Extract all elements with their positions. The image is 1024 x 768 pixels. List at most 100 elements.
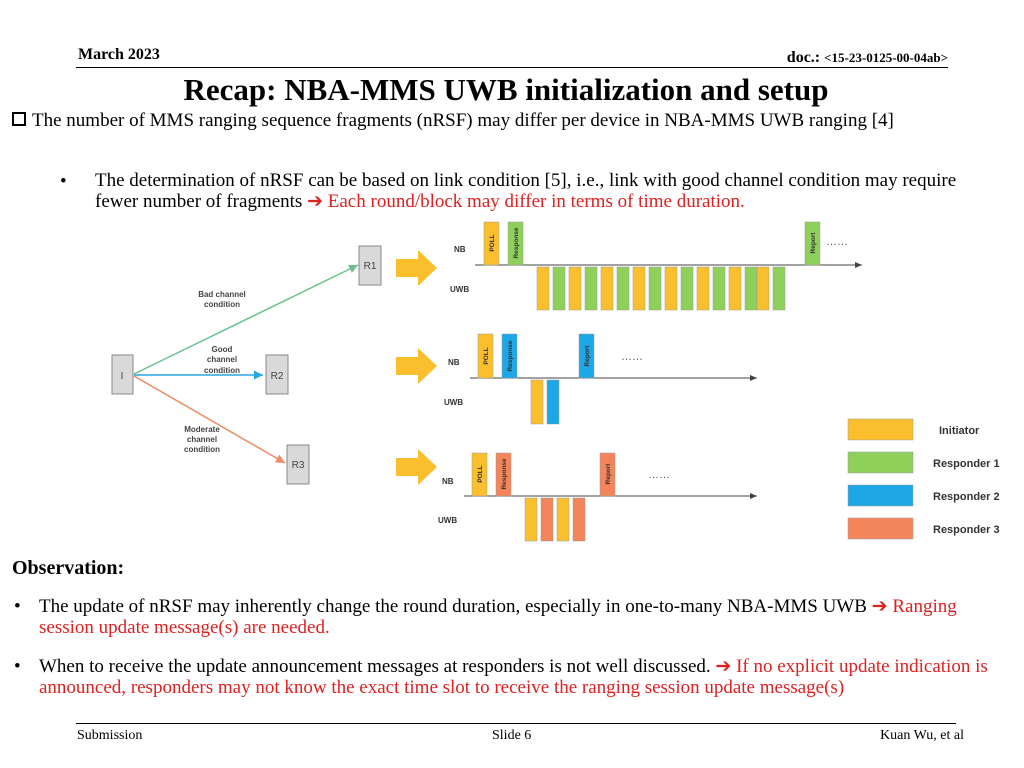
block3-poll-label: POLL [477,465,484,482]
uwb-response-fragment [648,266,662,311]
bad-channel-link [133,264,359,375]
block1-response [507,221,524,266]
bullet-nrsf: The number of MMS ranging sequence fragm… [12,109,1002,132]
moderate-channel-label: Moderate channel condition [184,425,220,454]
doc-number: <15-23-0125-00-04ab> [824,50,948,65]
observation-item-2-red: If no explicit update indication is anno… [39,656,988,698]
block-arrow-icon-3 [396,449,437,485]
bad-channel-line2: condition [204,300,240,309]
block2-dots: …… [621,351,643,363]
slide-title: Recap: NBA-MMS UWB initialization and se… [183,72,829,107]
legend-swatch-responder3 [847,517,914,540]
uwb-poll-fragment [600,266,614,311]
bullet-link-condition: The determination of nRSF can be based o… [95,170,975,212]
uwb-poll-fragment [536,266,550,311]
block3-uwb-label: UWB [438,516,457,525]
node-r1-label: R1 [364,261,377,272]
uwb-response-fragment [584,266,598,311]
legend-label-responder2: Responder 2 [933,491,1000,503]
block2-uwb-poll-fragment [530,379,544,425]
moderate-channel-line1: Moderate [184,425,220,434]
node-initiator-label: I [121,371,124,382]
block1-poll-label: POLL [489,234,496,251]
block-arrow-icon-1 [396,250,437,286]
block2-response-label: Response [507,340,514,371]
node-initiator [111,354,134,395]
legend-swatch-responder1 [847,451,914,474]
block2-uwb-response-fragment [546,379,560,425]
dot-bullet-icon: • [14,596,21,617]
block2-report-label: Report [584,345,591,367]
right-arrow-icon: ➔ [715,656,737,677]
node-r3-label: R3 [292,460,305,471]
doc-prefix: doc.: [786,49,825,66]
block2-poll [477,333,494,379]
block2-poll-label: POLL [483,347,490,364]
uwb-response-fragment [552,266,566,311]
block2-nb-label: NB [448,358,460,367]
uwb-poll-fragment [696,266,710,311]
dot-bullet-icon: • [14,656,21,677]
block1-report-label: Report [810,232,817,254]
footer-rule [76,723,956,724]
block3-poll [471,452,488,497]
block3-uwb-response-fragment [540,497,554,542]
block1-uwb-label: UWB [450,285,469,294]
uwb-poll-fragment [728,266,742,311]
moderate-channel-link [133,375,286,464]
block2-report [578,333,595,379]
good-channel-label: Good channel condition [204,345,240,375]
bullet-link-text: The determination of nRSF can be based o… [95,170,957,212]
legend-label-responder3: Responder 3 [933,524,1000,536]
block3-response [495,452,512,497]
block2-uwb-label: UWB [444,398,463,407]
uwb-response-fragment [744,266,758,311]
dot-bullet-icon: • [60,171,67,192]
legend-label-responder1: Responder 1 [933,458,1000,470]
square-bullet-icon [12,112,26,126]
block3-report [599,452,616,497]
node-r3 [286,444,310,485]
uwb-response-fragment [616,266,630,311]
good-channel-line2: channel [207,355,237,364]
uwb-response-fragment [680,266,694,311]
footer-submission: Submission [77,728,143,743]
block3-response-label: Response [501,458,508,489]
observation-item-1: The update of nRSF may inherently change… [39,596,989,638]
observation-item-1-text: The update of nRSF may inherently change… [39,596,872,617]
bullet-link-red-text: Each round/block may differ in terms of … [327,191,745,212]
uwb-response-fragment [772,266,786,311]
bullet-nrsf-text: The number of MMS ranging sequence fragm… [32,110,894,131]
block3-uwb-poll-fragment [524,497,538,542]
observation-heading: Observation: [12,557,125,579]
footer-authors: Kuan Wu, et al [880,728,964,743]
node-r2 [265,354,289,395]
block1-nb-label: NB [454,245,466,254]
node-r1 [358,245,382,286]
block3-report-label: Report [605,463,612,485]
moderate-channel-line3: condition [184,445,220,454]
moderate-channel-line2: channel [187,435,217,444]
legend-swatch-responder2 [847,484,914,507]
legend-label-initiator: Initiator [939,425,980,437]
block3-nb-label: NB [442,477,454,486]
header-doc-id: doc.: <15-23-0125-00-04ab> [787,49,948,67]
observation-item-1-red: Ranging session update message(s) are ne… [39,596,957,638]
uwb-response-fragment [712,266,726,311]
block1-uwb-fragments [536,266,786,311]
block1-response-label: Response [513,227,520,258]
block-arrow-icon-2 [396,348,437,384]
uwb-poll-fragment [664,266,678,311]
right-arrow-icon: ➔ [871,596,893,617]
node-r2-label: R2 [271,371,284,382]
block1-report [804,221,821,266]
good-channel-line1: Good [212,345,233,354]
block3-uwb-response-fragment [572,497,586,542]
uwb-poll-fragment [568,266,582,311]
block3-dots: …… [648,469,670,481]
header-date: March 2023 [78,46,160,63]
good-channel-line3: condition [204,366,240,375]
observation-item-2: When to receive the update announcement … [39,656,989,698]
block3-uwb-poll-fragment [556,497,570,542]
